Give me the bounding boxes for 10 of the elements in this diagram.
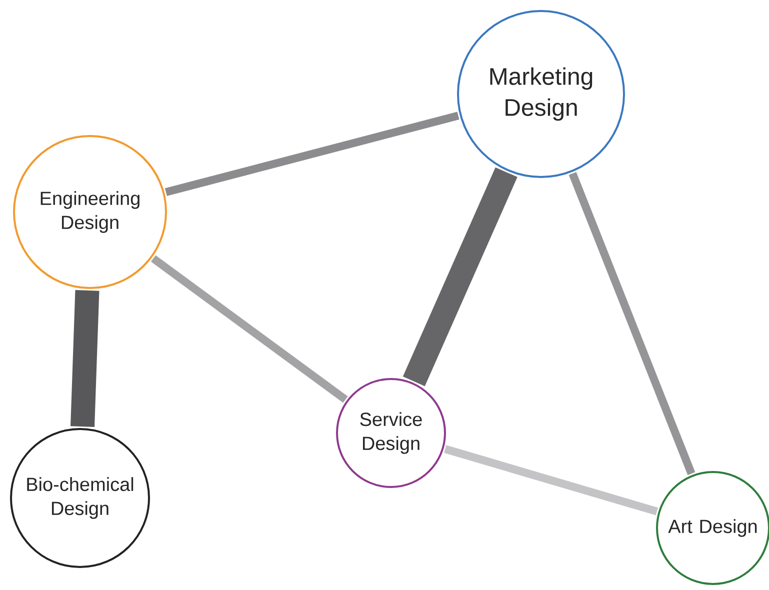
connector-line	[444, 445, 658, 516]
circle-node: Engineering Design	[13, 135, 167, 289]
circle-node: Bio-chemical Design	[10, 428, 150, 568]
connector-line	[402, 167, 518, 386]
circle-node: Service Design	[336, 378, 446, 488]
connector-line	[150, 255, 348, 403]
connector-line	[568, 172, 696, 476]
connector-line	[164, 112, 460, 196]
circle-node: Marketing Design	[457, 10, 625, 178]
connector-line	[70, 290, 100, 427]
